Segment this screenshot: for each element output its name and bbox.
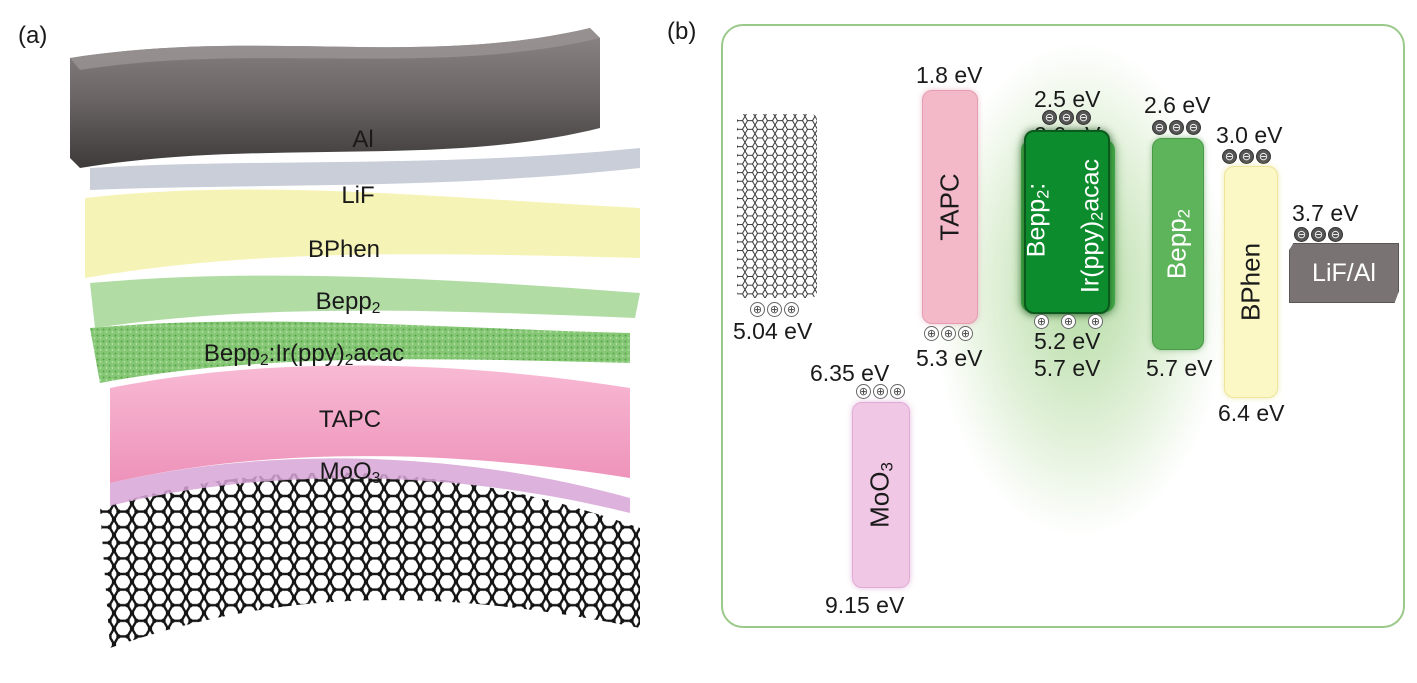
bepp2-top-level: 2.6 eV [1144,92,1211,118]
al-label: Al [352,126,374,153]
electron-icon: ⊖ [1294,227,1309,242]
hole-icon: ⊕ [856,384,871,399]
panel-a-label: (a) [18,22,48,49]
bepp2-electrons: ⊖ ⊖ ⊖ [1152,120,1201,135]
hole-icon: ⊕ [890,384,905,399]
tapc-bar: TAPC [922,90,978,324]
hole-icon: ⊕ [924,326,939,341]
eml-dopant-lumo: 2.5 eV [1034,86,1101,112]
moo3-bar: MoO3 [852,402,910,588]
electron-icon: ⊖ [1169,120,1184,135]
eml-dopant-bar [1024,130,1110,314]
eml-host-homo: 5.7 eV [1034,355,1101,381]
cathode-electrons: ⊖ ⊖ ⊖ [1294,227,1343,242]
bphen-top-level: 3.0 eV [1216,122,1283,148]
eml-holes: ⊕ ⊕ ⊕ [1034,314,1103,329]
electron-icon: ⊖ [1042,110,1057,125]
eml-dopant-homo: 5.2 eV [1034,328,1101,354]
hole-icon: ⊕ [941,326,956,341]
hole-icon: ⊕ [1061,314,1076,329]
moo3-bottom-level: 9.15 eV [825,592,905,618]
graphene-holes: ⊕ ⊕ ⊕ [750,302,799,317]
bphen-bar: BPhen [1224,166,1278,398]
electron-icon: ⊖ [1311,227,1326,242]
bphen-layer [85,189,640,278]
eml-label-line2: Ir(ppy)2acac [1076,158,1107,294]
bepp2-bar: Bepp2 [1152,138,1204,350]
tapc-bottom-level: 5.3 eV [916,345,983,371]
bphen-electrons: ⊖ ⊖ ⊖ [1222,149,1271,164]
graphene-anode [737,114,817,298]
bphen-label: BPhen [307,236,381,263]
eml-label: Bepp2:Ir(ppy)2acac [203,340,405,369]
al-layer [70,28,600,168]
electron-icon: ⊖ [1239,149,1254,164]
electron-icon: ⊖ [1076,110,1091,125]
hole-icon: ⊕ [873,384,888,399]
electron-icon: ⊖ [1186,120,1201,135]
eml-label-line1: Bepp2: [1022,182,1053,258]
moo3-layer [110,458,630,513]
graphene-work-function: 5.04 eV [733,318,813,344]
eml-layer [90,321,630,383]
electron-icon: ⊖ [1222,149,1237,164]
hole-icon: ⊕ [750,302,765,317]
moo3-holes: ⊕ ⊕ ⊕ [856,384,905,399]
bphen-bottom-level: 6.4 eV [1218,400,1285,426]
device-stack-illustration [70,28,640,648]
bepp2-label: Bepp2 [315,288,381,317]
panel-b-label: (b) [667,18,697,45]
electron-icon: ⊖ [1256,149,1271,164]
hole-icon: ⊕ [1088,314,1103,329]
graphene-sheet [100,472,640,648]
tapc-layer [110,365,630,483]
tapc-label: TAPC [318,406,382,433]
electron-icon: ⊖ [1152,120,1167,135]
lif-label: LiF [341,182,375,209]
lif-layer [90,148,640,190]
tapc-top-level: 1.8 eV [916,62,983,88]
electron-icon: ⊖ [1059,110,1074,125]
bepp2-bottom-level: 5.7 eV [1146,355,1213,381]
electron-icon: ⊖ [1328,227,1343,242]
hole-icon: ⊕ [958,326,973,341]
tapc-holes: ⊕ ⊕ ⊕ [924,326,973,341]
bepp2-layer [90,275,640,328]
cathode-block: LiF/Al [1289,243,1399,303]
hole-icon: ⊕ [1034,314,1049,329]
hole-icon: ⊕ [767,302,782,317]
moo3-label: MoO3 [319,458,381,487]
energy-diagram-frame [721,24,1405,628]
hole-icon: ⊕ [784,302,799,317]
moo3-top-level: 6.35 eV [810,360,890,386]
cathode-level: 3.7 eV [1292,200,1359,226]
eml-electrons: ⊖ ⊖ ⊖ [1042,110,1091,125]
